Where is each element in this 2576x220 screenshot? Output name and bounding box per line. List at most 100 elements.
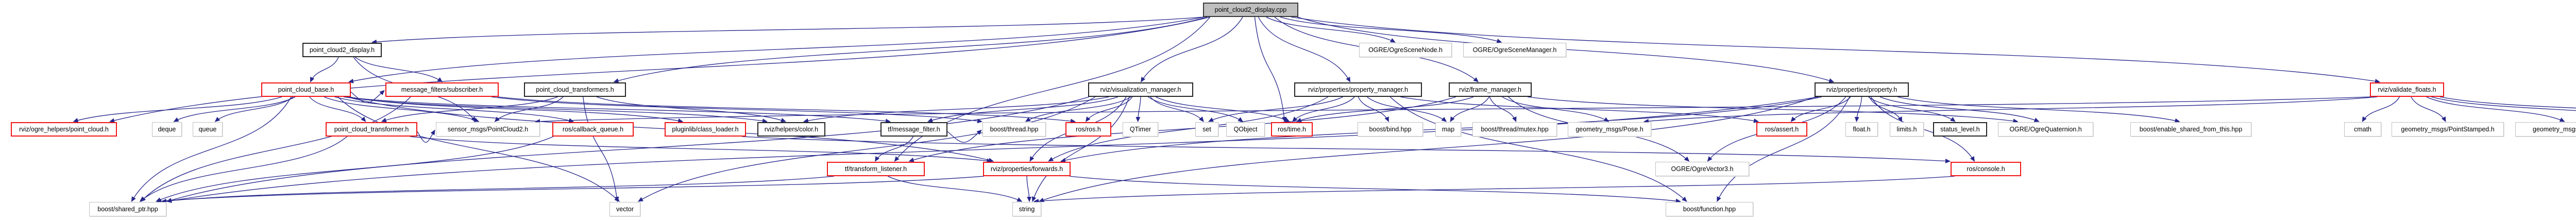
graph-node-label: geometry_msgs/PointStamped.h: [2401, 125, 2495, 133]
edge-pc_base-to-shared_ptr: [131, 96, 292, 202]
graph-node-label: rviz/properties/property.h: [1826, 86, 1897, 93]
edge-validate_floats-to-vector3_msg: [2431, 96, 2576, 111]
graph-node-status_level[interactable]: status_level.h: [1933, 122, 1987, 137]
edge-property_h-to-shared_ptr: [166, 96, 1819, 203]
edge-frame_manager-to-mutex: [1489, 96, 1517, 122]
graph-node-ros_ros[interactable]: ros/ros.h: [1065, 122, 1111, 137]
graph-node-transform_listener[interactable]: tf/transform_listener.h: [827, 162, 925, 176]
graph-node-point32: geometry_msgs/Point32.h: [2515, 122, 2576, 137]
edge-root-to-ogre_point_cloud: [109, 16, 1211, 123]
edge-pc_base-to-tf_message_filter: [343, 96, 891, 124]
edge-frame_manager-to-pose: [1502, 96, 1609, 122]
edge-viz_manager-to-set: [1150, 96, 1204, 122]
graph-node-queue: queue: [193, 122, 223, 137]
edge-viz_manager-to-boost_thread: [1025, 96, 1131, 122]
edge-pc_base-to-helpers_color: [343, 96, 768, 124]
edge-validate_floats-to-pose_stamped: [2439, 96, 2576, 109]
graph-node-label: rviz/properties/forwards.h: [990, 165, 1063, 173]
graph-node-ros_time[interactable]: ros/time.h: [1271, 122, 1313, 137]
edge-mf_subscriber-to-shared_ptr: [140, 96, 411, 202]
graph-node-callback_queue[interactable]: ros/callback_queue.h: [552, 122, 634, 137]
edge-tf_message_filter-to-boost_thread: [947, 129, 982, 143]
graph-node-forwards[interactable]: rviz/properties/forwards.h: [983, 162, 1071, 176]
graph-node-label: geometry_msgs/Point32.h: [2532, 125, 2576, 133]
graph-node-label: rviz/validate_floats.h: [2378, 86, 2436, 93]
graph-node-ogre_scene_node: OGRE/OgreSceneNode.h: [1359, 43, 1452, 57]
graph-node-pc_transformer[interactable]: point_cloud_transformer.h: [326, 122, 417, 137]
graph-node-validate_floats[interactable]: rviz/validate_floats.h: [2370, 82, 2444, 97]
edge-pc_base-to-vector: [337, 96, 620, 202]
graph-node-label: ros/ros.h: [1076, 125, 1101, 133]
graph-node-qobject: QObject: [1226, 122, 1265, 137]
graph-node-viz_manager[interactable]: rviz/visualization_manager.h: [1088, 82, 1193, 97]
graph-node-label: boost/function.hpp: [1683, 205, 1736, 213]
graph-node-pc_base[interactable]: point_cloud_base.h: [261, 82, 351, 97]
graph-node-label: cmath: [2353, 125, 2372, 133]
edge-viz_manager-to-tf_message_filter: [927, 96, 1118, 123]
edge-prop_manager-to-boost_bind: [1358, 96, 1389, 122]
graph-node-label: ros/assert.h: [1765, 125, 1799, 133]
edge-pc2_display_h-to-mf_subscriber: [355, 57, 443, 82]
graph-node-frame_manager[interactable]: rviz/frame_manager.h: [1449, 82, 1532, 97]
graph-node-deque: deque: [152, 122, 182, 137]
graph-node-mutex: boost/thread/mutex.hpp: [1472, 122, 1557, 137]
edge-frame_manager-to-ros_time: [1296, 96, 1474, 123]
edge-frame_manager-to-transform_listener: [908, 96, 1456, 162]
edge-pc_base-to-pc_transformer: [309, 96, 366, 122]
edge-pc_base-to-queue: [214, 96, 294, 122]
edge-pc_base-to-pointcloud2: [324, 96, 480, 122]
graph-node-label: map: [1442, 125, 1455, 133]
graph-node-property_h[interactable]: rviz/properties/property.h: [1815, 82, 1909, 97]
edge-prop_manager-to-set: [1208, 96, 1343, 122]
edge-pc_base-to-class_loader: [349, 96, 684, 123]
edge-ros_console-to-string: [1033, 176, 1955, 204]
graph-node-ogre_scene_manager: OGRE/OgreSceneManager.h: [1463, 43, 1566, 57]
graph-node-set: set: [1195, 122, 1218, 137]
graph-node-label: set: [1202, 125, 1211, 133]
edge-validate_floats-to-cmath: [2362, 96, 2400, 122]
graph-node-tf_message_filter[interactable]: tf/message_filter.h: [880, 122, 947, 137]
edge-property_h-to-float_h: [1854, 96, 1862, 122]
graph-node-pc2_display_h[interactable]: point_cloud2_display.h: [302, 43, 382, 57]
graph-node-label: QTimer: [1129, 125, 1151, 133]
edge-root-to-pc_transformers: [613, 16, 1208, 83]
graph-node-shared_ptr: boost/shared_ptr.hpp: [89, 202, 166, 216]
graph-node-label: boost/thread.hpp: [990, 125, 1039, 133]
edge-root-to-validate_floats: [1291, 16, 2380, 84]
graph-node-prop_manager[interactable]: rviz/properties/property_manager.h: [1294, 82, 1422, 97]
edge-transform_listener-to-shared_ptr: [161, 176, 835, 204]
graph-node-point_stamped: geometry_msgs/PointStamped.h: [2392, 122, 2504, 137]
graph-node-label: sensor_msgs/PointCloud2.h: [447, 125, 529, 133]
graph-node-label: float.h: [1853, 125, 1871, 133]
edge-forwards-to-boost_function: [1069, 176, 1681, 204]
edge-viz_manager-to-vector: [638, 96, 1096, 202]
graph-node-helpers_color[interactable]: rviz/helpers/color.h: [757, 122, 825, 137]
graph-node-label: QObject: [1233, 125, 1258, 133]
graph-node-mf_subscriber[interactable]: message_filters/subscriber.h: [385, 82, 499, 97]
graph-node-label: OGRE/OgreSceneNode.h: [1368, 46, 1443, 54]
graph-node-ogre_point_cloud[interactable]: rviz/ogre_helpers/point_cloud.h: [11, 122, 117, 137]
graph-node-class_loader[interactable]: pluginlib/class_loader.h: [665, 122, 746, 137]
edge-pc_transformers-to-helpers_color: [596, 96, 786, 123]
edge-mf_subscriber-to-ros_ros: [497, 96, 1076, 124]
graph-node-label: string: [1019, 205, 1035, 213]
graph-node-ros_assert[interactable]: ros/assert.h: [1756, 122, 1807, 137]
edge-root-to-pc2_display_h: [371, 16, 1205, 44]
graph-node-label: rviz/ogre_helpers/point_cloud.h: [19, 125, 109, 133]
graph-node-label: point_cloud_transformer.h: [334, 125, 409, 133]
graph-node-ros_console[interactable]: ros/console.h: [1951, 162, 2021, 176]
graph-node-label: status_level.h: [1940, 125, 1980, 133]
edge-root-to-viz_manager: [1141, 16, 1243, 82]
edge-pc_base-to-callback_queue: [334, 96, 574, 123]
edge-viz_manager-to-qtimer: [1136, 96, 1141, 122]
edge-pc_transformers-to-pointcloud2: [494, 96, 564, 122]
graph-node-label: rviz/frame_manager.h: [1459, 86, 1521, 93]
edge-pc_transformers-to-pc_transformer: [381, 96, 558, 123]
graph-node-pc_transformers[interactable]: point_cloud_transformers.h: [524, 82, 626, 97]
edge-pc2_display_h-to-pc_base: [310, 57, 339, 82]
edge-viz_manager-to-string: [1031, 96, 1130, 202]
graph-node-ogre_quaternion: OGRE/OgreQuaternion.h: [1998, 122, 2093, 137]
edge-group: [73, 16, 2576, 204]
